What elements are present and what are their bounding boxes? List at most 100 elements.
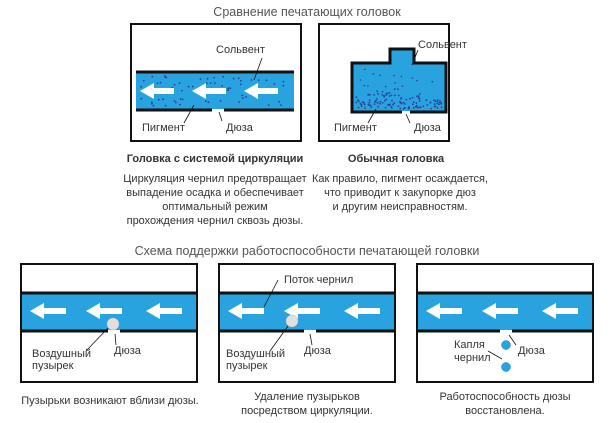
step1-caption: Пузырьки возникают вблизи дюзы. [21,395,199,407]
pigment-dot [152,104,155,107]
pigment-dot [221,85,223,87]
pigment-dot [426,104,429,106]
circulation-head-diagram: Сольвент Пигмент Дюза [130,23,310,143]
section1-title: Сравнение печатающих головок [213,5,401,19]
pigment-dot [425,99,428,102]
nozzle-opening [304,330,316,334]
section2-title: Схема поддержки работоспособности печата… [134,244,480,258]
step3-diagram: Капля чернил Дюза [416,263,594,383]
pigment-dot [397,88,399,91]
flow-arrow [140,83,174,99]
pigment-dot [164,104,167,107]
nozzle-leader [508,334,517,346]
pigment-dot [373,103,376,105]
drop-leader [487,350,503,360]
solvent-leader [253,57,263,81]
flow-arrow [426,303,462,319]
pigment-dot [368,99,371,102]
pigment-dot [150,101,153,104]
pigment-dot [397,94,400,97]
pigment-dot [151,75,154,78]
nozzle-leader [309,333,313,346]
pigment-dot [385,94,388,96]
pigment-leader [367,108,377,124]
pigment-dot [206,77,209,80]
pigment-dot [379,102,381,105]
pigment-dot [199,78,202,81]
nozzle-leader [218,111,223,122]
pigment-dot [394,82,396,84]
pigment-dot [372,73,375,75]
bubble-label-line1: Воздушный [226,348,285,360]
pigment-dot [159,81,162,84]
pigment-dot [267,104,270,106]
pigment-dot [376,90,378,93]
pigment-dot [367,93,370,96]
flow-arrow [192,83,226,99]
pigment-dot [385,98,388,101]
pigment-dot [229,87,232,89]
pigment-dot [393,102,396,105]
pigment-dot [374,101,377,103]
pigment-dot [377,92,379,95]
pigment-dot [379,100,382,103]
pigment-dot [440,106,443,109]
solvent-label: Сольвент [216,44,265,56]
pigment-dot [142,79,145,82]
bubble-label-line2: пузырек [32,360,74,372]
pigment-dot [400,98,402,100]
pigment-dot [390,94,393,97]
pigment-dot [411,77,414,79]
pigment-dot [213,76,215,79]
pigment-dot [162,98,164,101]
step2-svg: Поток чернил Воздушный пузырек Дюза [218,263,396,383]
pigment-dot [369,93,371,96]
pigment-dot [436,100,439,103]
pigment-dot [282,84,285,87]
flow-arrow [30,303,66,319]
pigment-dot [422,105,425,108]
pigment-dot [394,94,396,97]
nozzle-opening [402,111,410,115]
pigment-dot [245,96,247,98]
pigment-dot [238,101,240,103]
pigment-dot [367,103,370,106]
pigment-dot [364,68,366,71]
pigment-dot [417,97,420,99]
flow-arrow [482,303,518,319]
pigment-dot [222,75,225,78]
pigment-dot [257,79,260,81]
flow-arrow [146,303,182,319]
pigment-label: Пигмент [142,122,185,134]
pigment-dot [179,98,182,100]
pigment-dot [387,104,389,106]
pigment-dot [436,99,439,101]
flow-arrow [344,303,380,319]
bubble-leader [269,325,289,352]
pigment-dot [173,100,176,102]
flow-arrows [30,303,182,319]
flow-arrow [86,303,122,319]
pigment-dot [368,101,371,104]
pigment-dot [173,84,176,86]
pigment-dot [205,82,208,84]
solvent-leader [411,49,419,66]
pigment-dot [357,100,360,103]
pigment-dot [363,84,366,87]
pigment-dot [364,107,366,109]
circulation-head-svg: Сольвент Пигмент Дюза [130,23,302,142]
pigment-dot [416,95,418,98]
pigment-dot [405,98,408,101]
pigment-dot [400,75,403,78]
pigment-dot [191,85,194,88]
pigment-dot [265,79,268,82]
pigment-dot [227,89,229,91]
pigment-dot [377,105,379,108]
pigment-dot [140,97,143,100]
pigment-dot [385,92,388,95]
pigment-dot [418,93,421,95]
nozzle-label: Дюза [518,345,546,357]
pigment-dot [399,107,402,110]
pigment-dot [400,102,403,104]
pigment-dot [219,100,222,102]
